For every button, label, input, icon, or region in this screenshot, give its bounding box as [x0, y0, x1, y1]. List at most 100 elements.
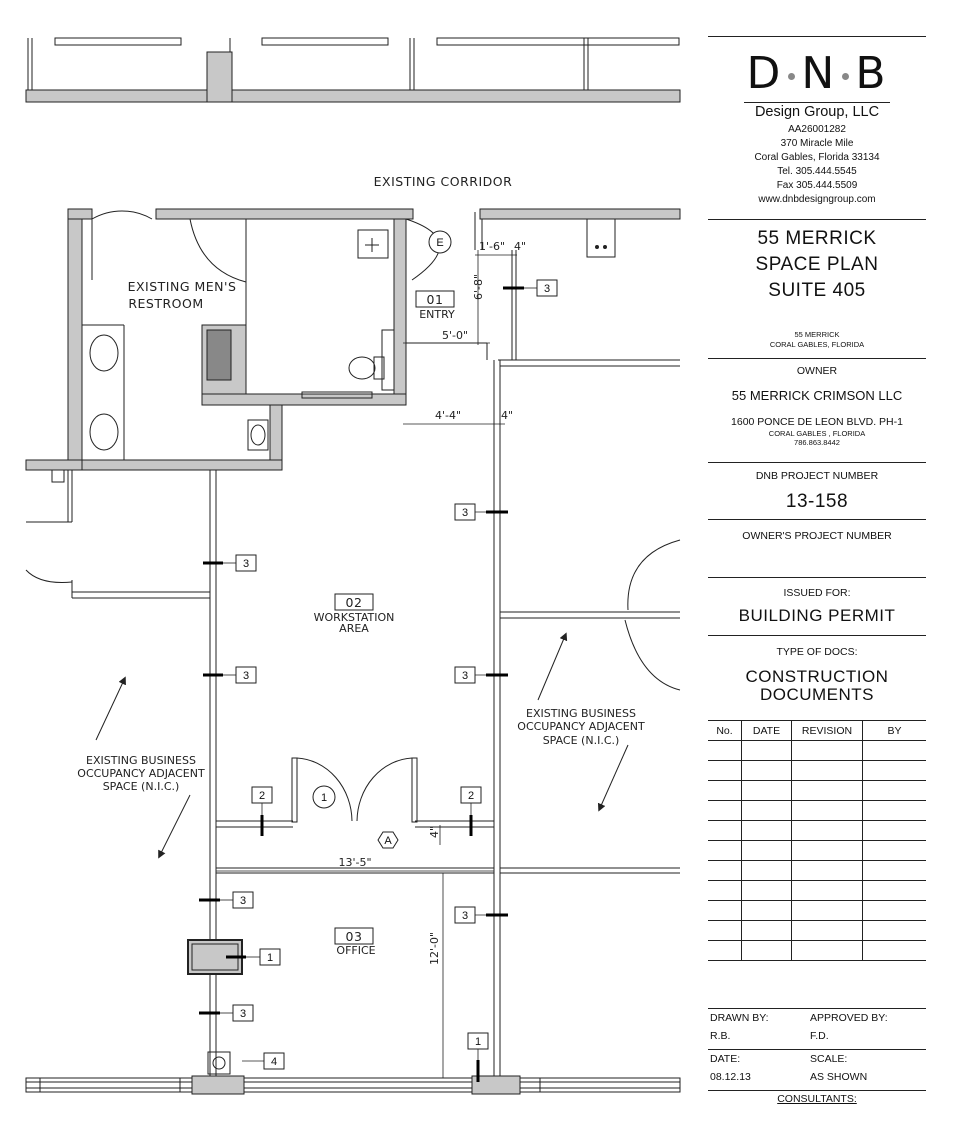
- wall-tag: 3: [462, 910, 468, 922]
- wall-tag: 3: [462, 670, 468, 682]
- revision-table: No. DATE REVISION BY: [708, 720, 926, 961]
- firm-name: Design Group, LLC: [754, 104, 880, 120]
- dimension-lines: [216, 250, 517, 1078]
- table-row: [708, 920, 926, 941]
- table-row: [708, 820, 926, 841]
- logo-letter: D: [746, 48, 783, 99]
- revision-col-by: BY: [862, 720, 926, 741]
- wall-tag: 3: [243, 558, 249, 570]
- dim-12-0: 12'-0": [428, 932, 441, 965]
- logo-letter: B: [855, 48, 888, 99]
- partition-walls: [25, 212, 681, 1078]
- equipment-tag-e: E: [436, 237, 443, 249]
- project-address-line2: CORAL GABLES, FLORIDA: [769, 340, 865, 349]
- tag-boxes: [232, 230, 558, 1070]
- approved-by-label: APPROVED BY:: [810, 1012, 888, 1024]
- owner-name: 55 MERRICK CRIMSON LLC: [731, 388, 903, 403]
- firm-city: Coral Gables, Florida 33134: [754, 152, 880, 163]
- firm-fax: Fax 305.444.5509: [776, 180, 858, 191]
- project-address-line1: 55 MERRICK: [794, 330, 840, 339]
- wall-tag: 3: [462, 507, 468, 519]
- room-02-name-line1: WORKSTATION: [314, 611, 395, 624]
- dnb-project-label: DNB PROJECT NUMBER: [755, 470, 879, 482]
- wall-tag: 2: [259, 790, 265, 802]
- wall-tag: 3: [240, 895, 246, 907]
- corridor-wall: [155, 208, 681, 220]
- consultants-label: CONSULTANTS:: [777, 1093, 857, 1105]
- logo-underline: [744, 102, 890, 103]
- adjacent-note-right-line1: EXISTING BUSINESS: [526, 707, 636, 720]
- room-03-number: 03: [346, 929, 363, 944]
- dim-5-0: 5'-0": [442, 329, 468, 342]
- hex-tag-a: A: [384, 835, 392, 847]
- dim-4-door: 4": [428, 826, 441, 838]
- leader-arrows: [95, 632, 629, 859]
- restroom-label-line2: RESTROOM: [128, 296, 203, 311]
- approved-by-value: F.D.: [810, 1030, 829, 1042]
- adjacent-note-right-line2: OCCUPANCY ADJACENT: [517, 720, 645, 733]
- equipment-tag: 4: [271, 1056, 277, 1068]
- floor-plan: EXISTING CORRIDOR EXISTING MEN'S RESTROO…: [25, 37, 681, 1095]
- adjacent-note-left-line1: EXISTING BUSINESS: [86, 754, 196, 767]
- logo-dot: [842, 72, 850, 80]
- owner-address: 1600 PONCE DE LEON BLVD. PH-1: [731, 416, 903, 428]
- restroom-walls: [25, 208, 441, 471]
- table-row: [708, 760, 926, 781]
- issued-for-value: BUILDING PERMIT: [738, 606, 896, 625]
- revision-col-date: DATE: [741, 720, 792, 741]
- revision-col-no: No.: [708, 720, 742, 741]
- scale-value: AS SHOWN: [810, 1071, 868, 1083]
- firm-license: AA26001282: [788, 124, 846, 135]
- equipment-tag: 1: [267, 952, 273, 964]
- table-row: [708, 740, 926, 761]
- door-tag-1: 1: [321, 792, 327, 804]
- date-label: DATE:: [710, 1053, 741, 1065]
- exterior-wall-top: [25, 37, 681, 103]
- adjacent-note-right-line3: SPACE (N.I.C.): [543, 734, 620, 747]
- dim-6-8: 6'-8": [472, 274, 485, 300]
- scale-label: SCALE:: [810, 1053, 848, 1065]
- corridor-label: EXISTING CORRIDOR: [374, 174, 513, 189]
- issued-for-label: ISSUED FOR:: [783, 587, 851, 599]
- room-02-name-line2: AREA: [339, 622, 369, 635]
- logo-dot: [788, 72, 796, 80]
- equipment-tag: 1: [475, 1036, 481, 1048]
- table-row: [708, 840, 926, 861]
- table-row: [708, 900, 926, 921]
- wall-tag: 3: [240, 1008, 246, 1020]
- owner-phone: 786.863.8442: [794, 438, 840, 447]
- room-02-number: 02: [346, 595, 363, 610]
- type-of-docs-line1: CONSTRUCTION: [745, 667, 889, 686]
- project-title-line3: SUITE 405: [768, 280, 866, 301]
- owner-city: CORAL GABLES , FLORIDA: [768, 429, 866, 438]
- room-03-name: OFFICE: [336, 944, 375, 957]
- table-row: [708, 880, 926, 901]
- type-of-docs-line2: DOCUMENTS: [759, 685, 875, 704]
- table-row: [708, 860, 926, 881]
- dim-4-4: 4'-4": [435, 409, 461, 422]
- dim-4-top: 4": [514, 240, 526, 253]
- project-title-line2: SPACE PLAN: [755, 254, 879, 275]
- adjacent-note-left-line3: SPACE (N.I.C.): [103, 780, 180, 793]
- dim-4-right: 4": [501, 409, 513, 422]
- wall-tag: 3: [243, 670, 249, 682]
- drawn-by-value: R.B.: [710, 1030, 731, 1042]
- owner-project-label: OWNER'S PROJECT NUMBER: [742, 530, 892, 542]
- owner-label: OWNER: [796, 365, 838, 377]
- room-01-name: ENTRY: [419, 308, 455, 321]
- type-of-docs-label: TYPE OF DOCS:: [776, 646, 858, 658]
- adjacent-note-left-line2: OCCUPANCY ADJACENT: [77, 767, 205, 780]
- drawn-by-label: DRAWN BY:: [710, 1012, 769, 1024]
- dim-13-5: 13'-5": [338, 856, 371, 869]
- firm-website: www.dnbdesigngroup.com: [758, 194, 876, 205]
- project-title-line1: 55 MERRICK: [757, 228, 877, 249]
- firm-tel: Tel. 305.444.5545: [777, 166, 857, 177]
- wall-tag: 3: [544, 283, 550, 295]
- table-row: [708, 940, 926, 961]
- dim-1-6: 1'-6": [479, 240, 505, 253]
- wall-tag: 2: [468, 790, 474, 802]
- logo-letter: N: [801, 48, 837, 99]
- revision-header-row: No. DATE REVISION BY: [708, 720, 926, 741]
